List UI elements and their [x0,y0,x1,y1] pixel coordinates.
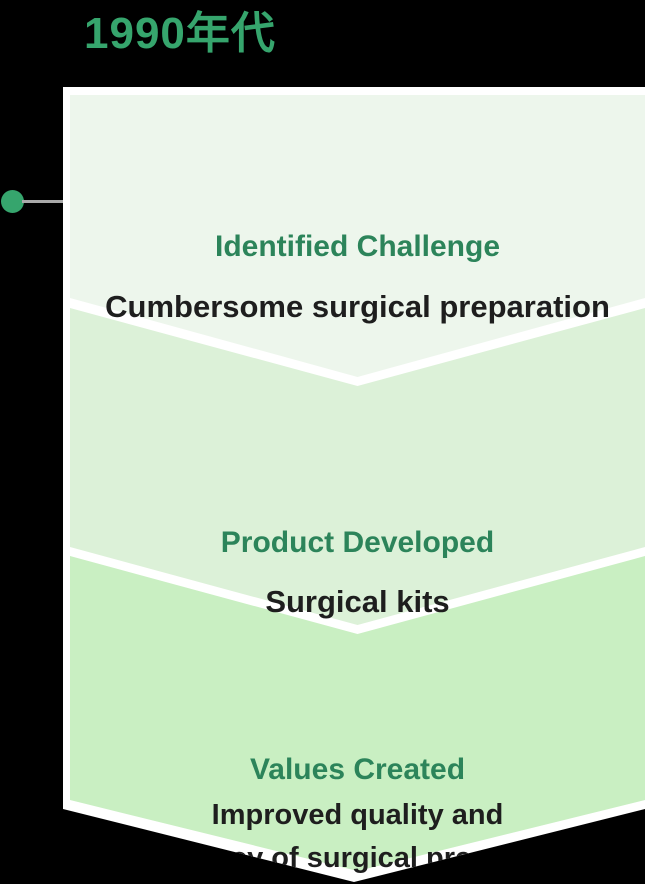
timeline-dot-icon [1,190,24,213]
values-created-body-line2: efficiency of surgical preparation [129,842,586,874]
timeline-connector-line [22,200,65,203]
identified-challenge-title: Identified Challenge [214,230,501,263]
values-created-title: Values Created [249,753,466,786]
era-card: Identified Challenge Cumbersome surgical… [63,87,645,882]
era-title: 1990年代 [84,9,276,58]
values-created-body: Improved quality and efficiency of surgic… [70,794,645,880]
values-created-body-line1: Improved quality and [211,799,504,831]
identified-challenge-body: Cumbersome surgical preparation [105,289,610,324]
product-developed-body: Surgical kits [265,584,450,619]
product-developed-title: Product Developed [220,526,495,559]
